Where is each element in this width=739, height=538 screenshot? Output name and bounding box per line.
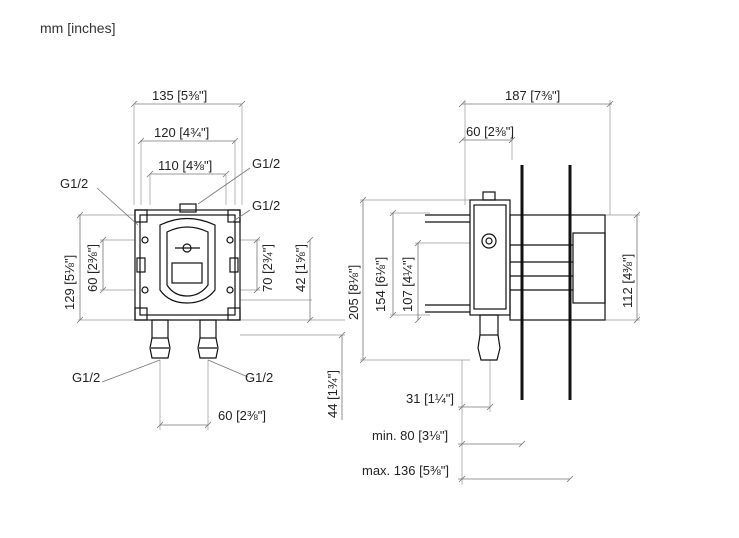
front-view: 135 [5⅜"] 120 [4¾"] 110 [4⅜"] G1/2 G1/2 …	[60, 88, 346, 430]
g-top-right-1-label: G1/2	[252, 156, 280, 171]
dim-112-label: 112 [4⅜"]	[620, 254, 635, 308]
g-top-left-label: G1/2	[60, 176, 88, 191]
dim-107-label: 107 [4¼"]	[400, 257, 415, 312]
dim-205-label: 205 [8⅛"]	[346, 265, 361, 320]
dim-129-label: 129 [5⅛"]	[62, 255, 77, 310]
dim-60-side-label: 60 [2⅜"]	[466, 124, 514, 139]
dim-120-label: 120 [4¾"]	[154, 125, 209, 140]
g-bottom-right-label: G1/2	[245, 370, 273, 385]
dim-60-bottom-label: 60 [2⅜"]	[218, 408, 266, 423]
dim-31-label: 31 [1¼"]	[406, 391, 454, 406]
dim-135-label: 135 [5⅜"]	[152, 88, 207, 103]
dim-70-label: 70 [2¾"]	[260, 244, 275, 292]
dim-42-label: 42 [1⅝"]	[293, 244, 308, 292]
g-top-right-2-label: G1/2	[252, 198, 280, 213]
side-view: 187 [7⅜"] 60 [2⅜"] 31 [1¼"] min. 80 [3⅛"…	[346, 88, 641, 485]
dim-154-label: 154 [6⅛"]	[373, 257, 388, 312]
dim-max136-label: max. 136 [5⅜"]	[362, 463, 449, 478]
dim-187-label: 187 [7⅜"]	[505, 88, 560, 103]
dim-min80-label: min. 80 [3⅛"]	[372, 428, 448, 443]
dim-60-left-label: 60 [2⅜"]	[85, 244, 100, 292]
dim-110-label: 110 [4⅜"]	[158, 158, 212, 173]
g-bottom-left-label: G1/2	[72, 370, 100, 385]
units-caption: mm [inches]	[40, 20, 116, 36]
dim-44-label: 44 [1¾"]	[325, 370, 340, 418]
